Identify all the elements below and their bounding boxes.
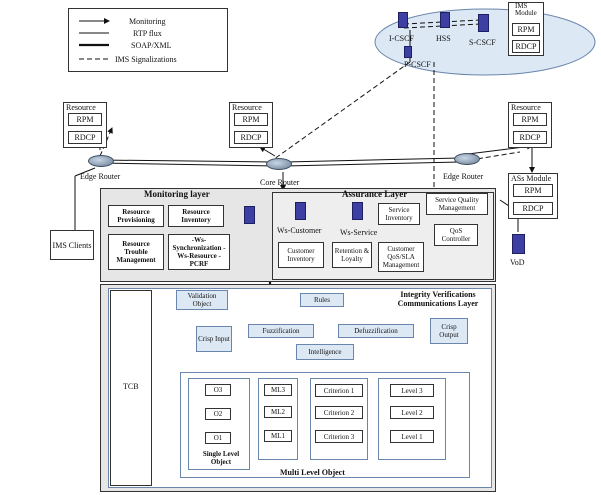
edge-router-left-label: Edge Router: [80, 172, 121, 181]
edge-router-right-label: Edge Router: [443, 172, 484, 181]
crisp-input: Crisp Input: [196, 326, 232, 352]
assurance-layer-title: Assurance Layer: [342, 189, 408, 199]
resource-left-rpm: RPM: [68, 113, 102, 126]
customer-qos-sla-management: Customer QoS/SLA Management: [378, 242, 424, 272]
icscf-server-icon: [398, 12, 408, 28]
ws-customer-label: Ws-Customer: [277, 226, 322, 235]
resource-center: Resource RPM RDCP: [229, 102, 273, 148]
vod-server-icon: [512, 234, 525, 254]
ims-module: IMS Module RPM RDCP: [508, 2, 544, 56]
tcb-block: [110, 290, 152, 486]
ivc-layer-title: Integrity Verifications Communications L…: [397, 290, 479, 308]
icscf-label: I-CSCF: [389, 34, 414, 43]
hss-server-icon: [440, 12, 450, 28]
ml2-box: ML2: [264, 406, 292, 418]
scscf-server-icon: [478, 14, 489, 32]
ws-service-server-icon: [352, 202, 363, 220]
legend-soap: SOAP/XML: [131, 41, 172, 50]
ws-services-list: -Ws-Synchronization -Ws-Resource -PCRF: [168, 234, 230, 270]
resource-right-rpm: RPM: [513, 113, 547, 126]
crisp-output: Crisp Output: [430, 318, 468, 344]
resource-left: Resource RPM RDCP: [63, 102, 107, 148]
object-o2: O2: [205, 408, 231, 420]
ws-customer-server-icon: [295, 202, 306, 220]
criterion-1: Criterion 1: [315, 384, 363, 397]
service-inventory: Service Inventory: [378, 203, 420, 225]
legend-ims-signalization: IMS Signalizations: [115, 55, 177, 64]
pcscf-label: P-CSCF: [404, 60, 431, 69]
customer-inventory: Customer Inventory: [278, 242, 324, 268]
criterion-3: Criterion 3: [315, 430, 363, 443]
resource-left-title: Resource: [66, 103, 96, 112]
hss-label: HSS: [436, 34, 451, 43]
retention-loyalty: Retention & Loyalty: [332, 242, 372, 268]
service-quality-management: Service Quality Management: [426, 193, 488, 215]
monitoring-server-icon: [244, 206, 255, 224]
rules-box: Rules: [300, 293, 344, 307]
as-module-rdcp: RDCP: [513, 202, 553, 215]
single-level-label: Single Level Object: [202, 450, 240, 466]
legend-monitoring: Monitoring: [129, 17, 166, 26]
as-module: ASs Module RPM RDCP: [508, 173, 558, 219]
resource-left-rdcp: RDCP: [68, 131, 102, 144]
tcb-label: TCB: [123, 382, 139, 391]
level-1: Level 1: [390, 430, 434, 443]
intelligence-box: Intelligence: [296, 344, 354, 360]
ims-module-title: IMS Module: [515, 2, 537, 17]
ml3-box: ML3: [264, 384, 292, 396]
resource-trouble-management: Resource Trouble Management: [108, 234, 164, 270]
resource-center-title: Resource: [232, 103, 262, 112]
object-o1: O1: [205, 432, 231, 444]
fuzzification-box: Fuzzification: [248, 324, 314, 338]
criterion-2: Criterion 2: [315, 406, 363, 419]
qos-controller: QoS Controller: [434, 224, 478, 246]
ims-rdcp: RDCP: [512, 40, 540, 53]
validation-object: Validation Object: [176, 290, 228, 310]
pcscf-server-icon: [404, 46, 412, 58]
resource-right-title: Resource: [511, 103, 541, 112]
resource-right: Resource RPM RDCP: [508, 102, 552, 148]
defuzzification-box: Defuzzification: [338, 324, 414, 338]
legend-box: Monitoring RTP flux SOAP/XML IMS Signali…: [68, 8, 228, 72]
legend-rtp: RTP flux: [133, 29, 162, 38]
as-module-rpm: RPM: [513, 184, 553, 197]
monitoring-layer-title: Monitoring layer: [144, 189, 210, 199]
resource-right-rdcp: RDCP: [513, 131, 547, 144]
resource-inventory: Resource Inventory: [168, 205, 224, 227]
resource-center-rdcp: RDCP: [234, 131, 268, 144]
legend-line-samples: [79, 18, 110, 60]
as-module-title: ASs Module: [511, 174, 552, 183]
edge-router-left-icon: [88, 155, 114, 167]
multi-level-label: Multi Level Object: [280, 468, 345, 477]
ml1-box: ML1: [264, 430, 292, 442]
ims-clients: IMS Clients: [50, 230, 94, 260]
core-router-icon: [266, 158, 292, 170]
scscf-label: S-CSCF: [469, 38, 496, 47]
resource-center-rpm: RPM: [234, 113, 268, 126]
edge-router-right-icon: [454, 153, 480, 165]
vod-label: VoD: [510, 258, 525, 267]
ws-service-label: Ws-Service: [340, 228, 378, 237]
object-o3: O3: [205, 384, 231, 396]
core-router-label: Core Router: [260, 178, 300, 187]
level-2: Level 2: [390, 406, 434, 419]
ims-rpm: RPM: [512, 23, 540, 36]
level-3: Level 3: [390, 384, 434, 397]
resource-provisioning: Resource Provisioning: [108, 205, 164, 227]
